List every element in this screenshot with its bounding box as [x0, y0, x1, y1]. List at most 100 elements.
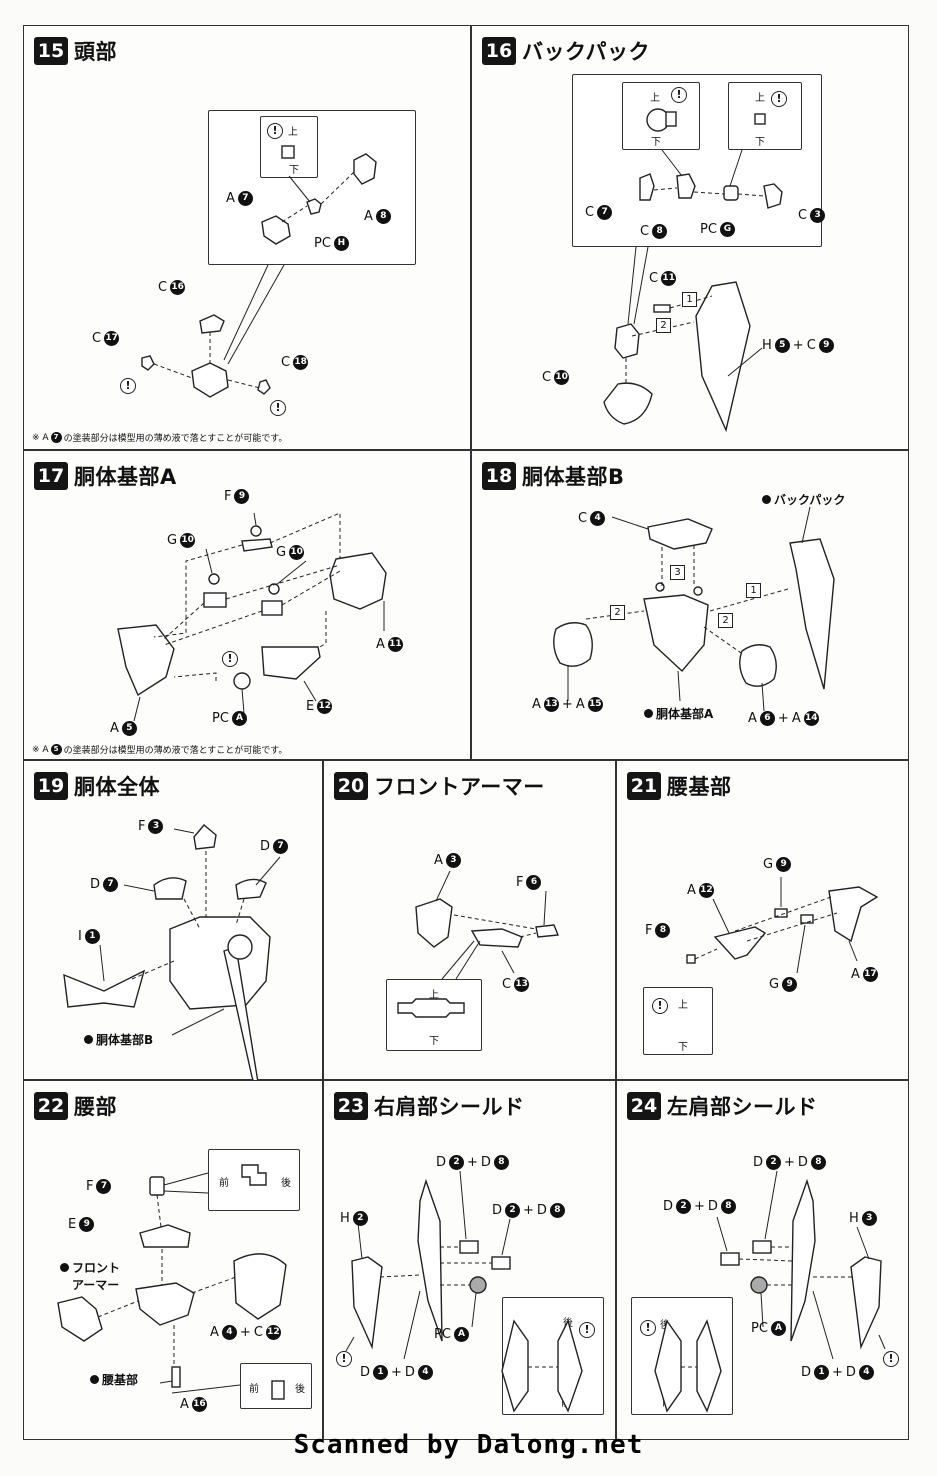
down-label: 下 — [289, 165, 299, 176]
step-title: 17 胴体基部A — [34, 461, 177, 491]
step-number: 21 — [627, 772, 661, 800]
step-heading: 左肩部シールド — [667, 1095, 818, 1119]
up-label: 上 — [678, 1000, 688, 1011]
waist-assembly-diagram — [57, 1164, 287, 1400]
caution-icon: ! — [671, 87, 687, 103]
step-number: 17 — [34, 462, 68, 490]
down-label: 下 — [755, 137, 765, 148]
step-23-right-shoulder-shield: 23 右肩部シールド 後 ! 前 — [323, 1080, 616, 1440]
waist-base-assembly-diagram — [686, 877, 879, 974]
step-heading: 右肩部シールド — [374, 1095, 525, 1119]
step-number: 18 — [482, 462, 516, 490]
step-heading: 胴体全体 — [74, 775, 160, 799]
caution-icon: ! — [270, 400, 286, 416]
step-heading: 腰基部 — [667, 775, 732, 799]
full-torso-assembly-diagram — [63, 824, 281, 1081]
caution-icon: ! — [579, 1322, 595, 1338]
step-heading: 頭部 — [74, 40, 117, 64]
step-number: 15 — [34, 37, 68, 65]
orientation-inset: ! 上 下 — [260, 116, 318, 178]
step-box-1: 1 — [746, 583, 761, 598]
up-label: 上 — [288, 127, 298, 138]
step-box-3: 3 — [670, 565, 685, 580]
step-title: 18 胴体基部B — [482, 461, 625, 491]
caution-icon: ! — [267, 123, 283, 139]
label-torso-a: 胴体基部A — [644, 705, 713, 722]
step-22-waist: 22 腰部 前 後 前 後 — [23, 1080, 323, 1440]
step-title: 20 フロントアーマー — [334, 771, 545, 801]
orientation-inset-1: 上 ! 下 — [622, 82, 700, 150]
scan-credit: Scanned by Dalong.net — [293, 1430, 644, 1460]
left-shield-assembly-diagram — [654, 1170, 886, 1413]
front-armor-assembly-diagram — [397, 870, 559, 1018]
down-label: 下 — [678, 1042, 688, 1053]
step-number: 23 — [334, 1092, 368, 1120]
step-title: 16 バックパック — [482, 36, 650, 66]
label-front-armor: フロント アーマー — [60, 1259, 120, 1293]
head-assembly-diagram — [141, 145, 377, 398]
back-label: 後 — [660, 1320, 670, 1331]
caution-icon: ! — [640, 1320, 656, 1336]
backpack-assembly-diagram — [603, 108, 783, 433]
orientation-inset: ! 上 下 — [643, 987, 713, 1055]
up-label: 上 — [650, 93, 660, 104]
step-title: 15 頭部 — [34, 36, 117, 66]
caution-icon: ! — [771, 91, 787, 107]
step-title: 21 腰基部 — [627, 771, 732, 801]
step-box-1: 1 — [682, 292, 697, 307]
step-heading: 胴体基部B — [522, 465, 625, 489]
caution-icon: ! — [652, 998, 668, 1014]
step-number: 24 — [627, 1092, 661, 1120]
step-title: 19 胴体全体 — [34, 771, 160, 801]
back-label: 後 — [281, 1178, 291, 1189]
front-label: 前 — [219, 1178, 229, 1189]
label-backpack: バックパック — [762, 491, 845, 508]
down-label: 下 — [651, 137, 661, 148]
step-number: 19 — [34, 772, 68, 800]
front-label: 前 — [249, 1384, 259, 1395]
